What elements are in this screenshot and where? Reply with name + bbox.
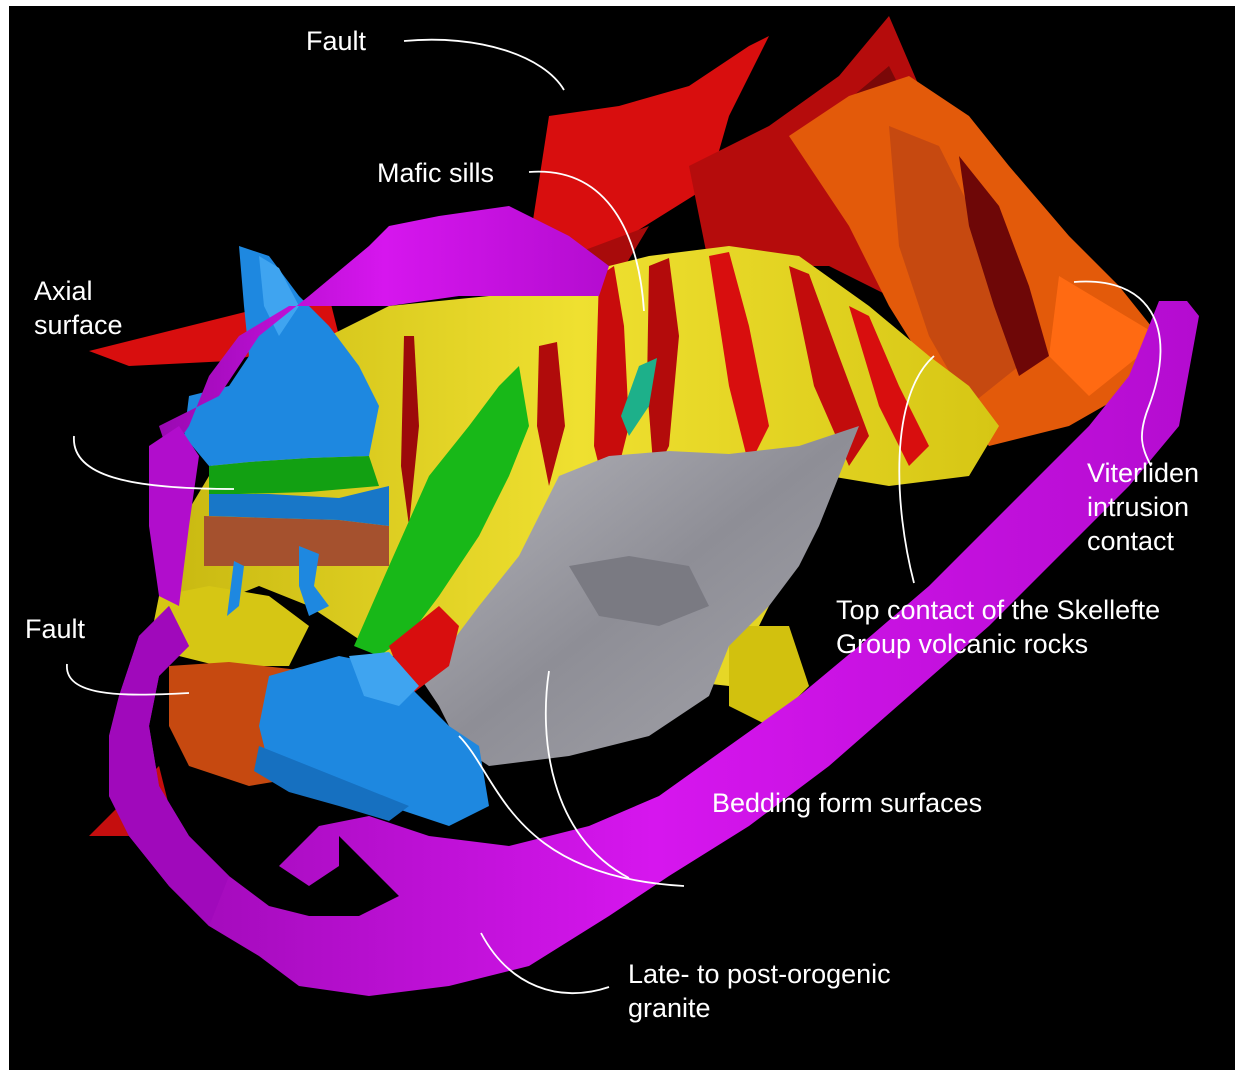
label-mafic-sills-text: Mafic sills: [377, 158, 494, 188]
label-viterliden-line3: contact: [1087, 524, 1199, 558]
label-fault-left: Fault: [25, 612, 85, 646]
label-top-contact: Top contact of the Skellefte Group volca…: [836, 593, 1160, 661]
label-top-contact-line2: Group volcanic rocks: [836, 627, 1160, 661]
label-fault-left-text: Fault: [25, 614, 85, 644]
label-axial-line2: surface: [34, 308, 123, 342]
label-top-contact-line1: Top contact of the Skellefte: [836, 593, 1160, 627]
label-granite-line2: granite: [628, 991, 891, 1025]
label-axial-surface: Axial surface: [34, 274, 123, 342]
label-viterliden-line1: Viterliden: [1087, 456, 1199, 490]
label-fault-top: Fault: [306, 24, 366, 58]
label-fault-top-text: Fault: [306, 26, 366, 56]
axial-surface-brown-band: [204, 516, 389, 566]
label-granite: Late- to post-orogenic granite: [628, 957, 891, 1025]
label-viterliden: Viterliden intrusion contact: [1087, 456, 1199, 558]
label-axial-line1: Axial: [34, 274, 123, 308]
label-bedding-text: Bedding form surfaces: [712, 788, 982, 818]
geological-3d-model: [9, 6, 1235, 1070]
label-bedding: Bedding form surfaces: [712, 786, 982, 820]
label-granite-line1: Late- to post-orogenic: [628, 957, 891, 991]
label-viterliden-line2: intrusion: [1087, 490, 1199, 524]
label-mafic-sills: Mafic sills: [377, 156, 494, 190]
